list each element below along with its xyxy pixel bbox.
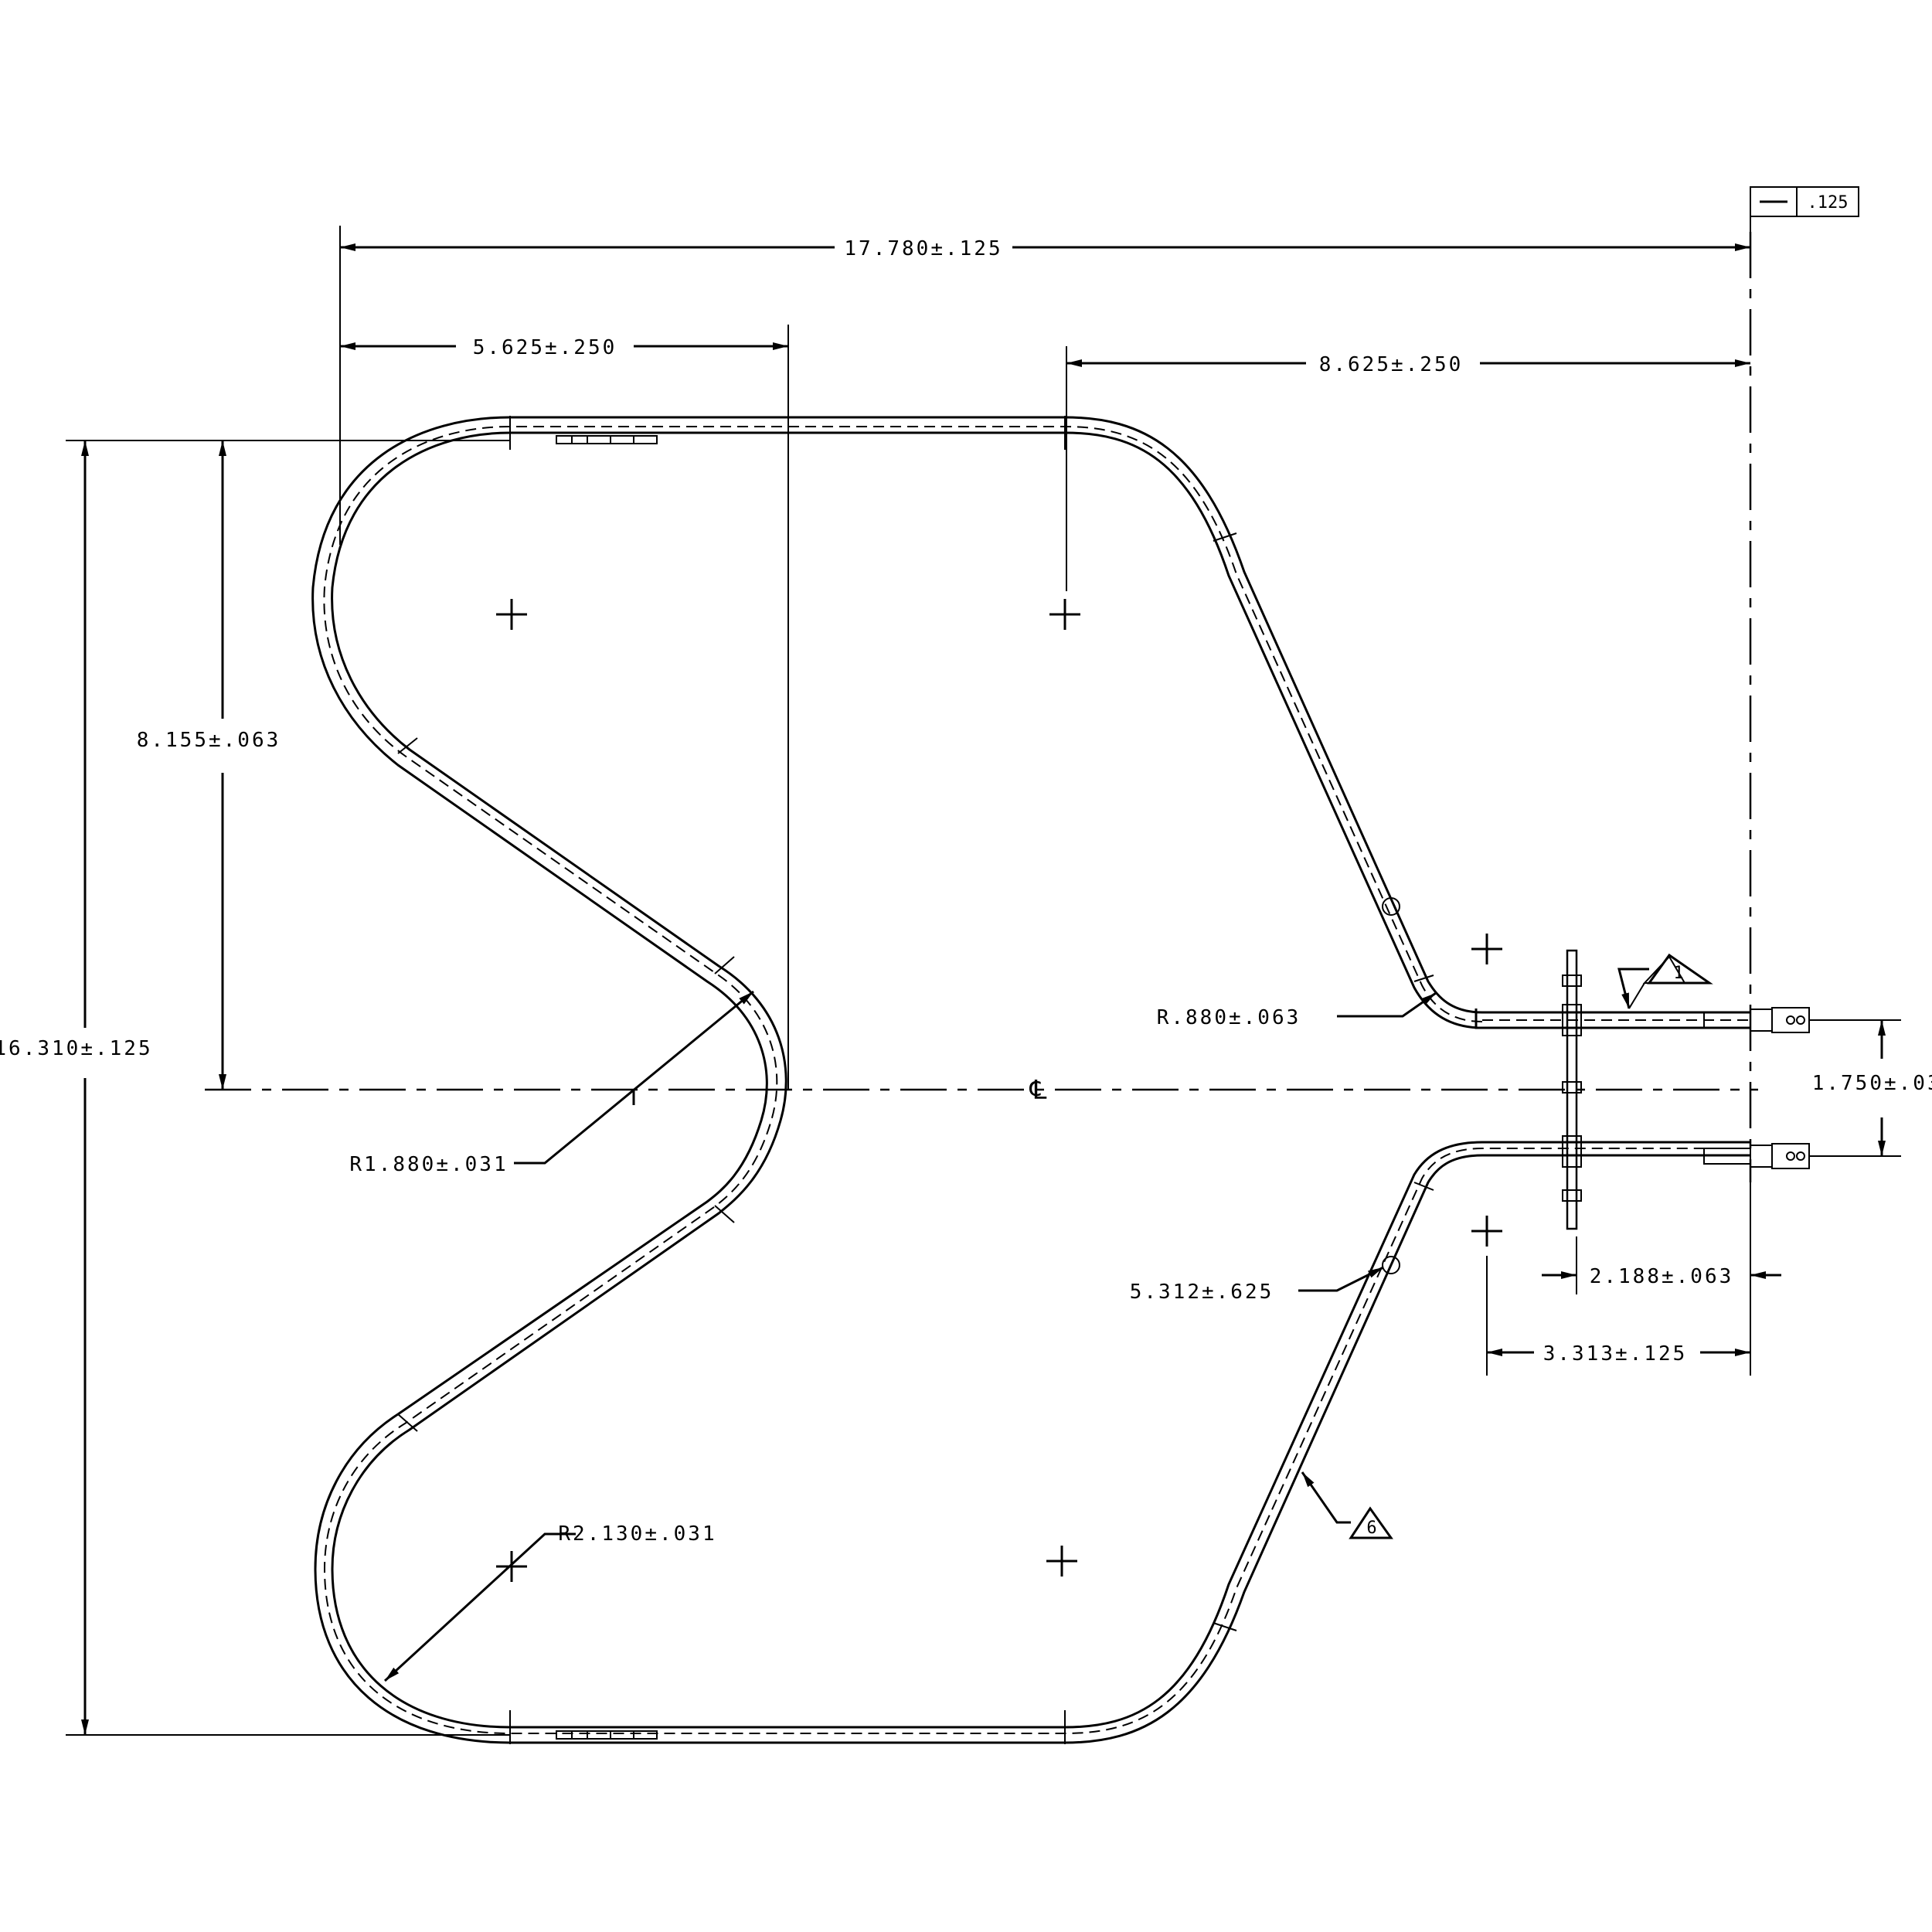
note-flag-1-label: 1	[1673, 964, 1683, 983]
flatness-control-frame: .125	[1750, 186, 1859, 217]
tube-outer-edge	[331, 431, 1750, 1729]
tube-hidden-line-a	[323, 426, 1750, 1734]
overall-width-label: 17.780±.125	[844, 237, 1002, 260]
terminal-lower	[1703, 1143, 1810, 1169]
dim-bend-to-end: 3.313±.125	[1487, 1342, 1750, 1366]
bracket-to-end-label: 2.188±.063	[1590, 1265, 1734, 1288]
radius-mid-label: R1.880±.031	[349, 1153, 508, 1176]
dim-overall-height: 16.310±.125	[0, 440, 153, 1735]
dim-bracket-to-end: 2.188±.063	[1542, 1265, 1781, 1288]
weld-marker-lower	[1382, 1256, 1400, 1274]
center-marks	[496, 599, 1502, 1582]
leg-length-label: 5.312±.625	[1130, 1281, 1274, 1304]
flatness-tolerance-label: .125	[1808, 193, 1849, 213]
section-ticks	[397, 416, 1434, 1744]
radius-small-label: R.880±.063	[1157, 1006, 1301, 1029]
label-band-bottom	[556, 1730, 658, 1740]
right-offset-label: 8.625±.250	[1319, 353, 1464, 376]
extension-lines	[66, 189, 1901, 1736]
leader-leg-length: 5.312±.625	[1130, 1266, 1384, 1304]
dim-overall-width: 17.780±.125	[340, 237, 1750, 260]
half-height-label: 8.155±.063	[137, 729, 281, 752]
note-flag-6: 6	[1301, 1471, 1393, 1539]
leader-radius-mid: R1.880±.031	[349, 990, 754, 1176]
overall-height-label: 16.310±.125	[0, 1037, 153, 1060]
dim-terminal-spacing: 1.750±.031	[1812, 1020, 1932, 1156]
dim-right-offset: 8.625±.250	[1066, 353, 1750, 376]
label-band-top	[556, 435, 658, 444]
dim-half-height: 8.155±.063	[137, 440, 281, 1090]
weld-marker-upper	[1382, 897, 1400, 916]
leader-radius-large: R2.130±.031	[383, 1522, 716, 1682]
dim-left-offset: 5.625±.250	[340, 336, 788, 359]
terminal-spacing-label: 1.750±.031	[1812, 1072, 1932, 1095]
bend-to-end-label: 3.313±.125	[1543, 1342, 1688, 1366]
left-offset-label: 5.625±.250	[473, 336, 617, 359]
centerline-symbol: ℄	[1029, 1075, 1049, 1106]
radius-large-label: R2.130±.031	[558, 1522, 716, 1546]
note-flag-1: 1	[1617, 953, 1713, 1009]
note-flag-6-label: 6	[1366, 1519, 1376, 1538]
heating-element-tube	[311, 416, 1750, 1744]
leader-radius-small: R.880±.063	[1157, 992, 1437, 1029]
tube-inner-edge	[311, 416, 1750, 1744]
